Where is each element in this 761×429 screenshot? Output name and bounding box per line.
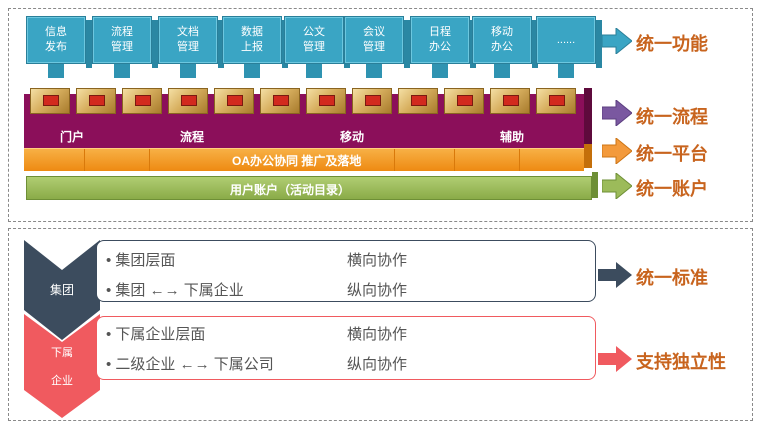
gold-tile <box>536 88 576 114</box>
module-more: ...... <box>536 16 602 78</box>
title-unified-function: 统一功能 <box>636 34 708 54</box>
group-box <box>96 240 596 302</box>
group-row-2-left: • 集团 ←→ 下属企业 <box>106 282 244 299</box>
subsidiary-label-line1: 下属 <box>51 347 73 359</box>
subsidiary-label-line2: 企业 <box>51 375 73 387</box>
standard-arrow-icon <box>598 262 632 288</box>
gold-tile <box>122 88 162 114</box>
subsidiary-row-2-right: 纵向协作 <box>347 356 408 373</box>
process-arrow-icon <box>602 100 632 126</box>
platform-arrow-icon <box>602 138 632 164</box>
function-arrow-icon <box>602 28 632 54</box>
gold-tile <box>490 88 530 114</box>
portal-label-assist: 辅助 <box>500 130 525 144</box>
module-document-mgmt: 文档 管理 <box>158 16 224 78</box>
independent-arrow-icon <box>598 346 632 372</box>
gold-tile <box>260 88 300 114</box>
top-panel <box>8 8 753 222</box>
gold-tile <box>398 88 438 114</box>
gold-tile <box>444 88 484 114</box>
group-row-2-right: 纵向协作 <box>347 282 408 299</box>
module-meeting-mgmt: 会议 管理 <box>344 16 410 78</box>
bottom-panel <box>8 228 753 421</box>
module-label: 文档 管理 <box>158 16 218 64</box>
title-unified-standard: 统一标准 <box>636 268 708 288</box>
module-process-mgmt: 流程 管理 <box>92 16 158 78</box>
account-arrow-icon <box>602 173 632 199</box>
portal-bar-side <box>584 88 592 146</box>
subsidiary-row-2-left: • 二级企业 ←→ 下属公司 <box>106 356 274 373</box>
title-unified-process: 统一流程 <box>636 107 708 127</box>
module-label: 移动 办公 <box>472 16 532 64</box>
title-unified-account: 统一账户 <box>636 179 708 199</box>
oa-bar-side <box>584 144 592 168</box>
gold-tile <box>214 88 254 114</box>
account-bar <box>26 176 592 200</box>
title-unified-platform: 统一平台 <box>636 144 708 164</box>
gold-tile <box>352 88 392 114</box>
oa-bar <box>24 148 584 171</box>
subsidiary-box <box>96 316 596 380</box>
gold-tile <box>306 88 346 114</box>
portal-label-mobile: 移动 <box>340 130 365 144</box>
module-label: ...... <box>536 16 596 64</box>
module-label: 会议 管理 <box>344 16 404 64</box>
module-official-doc: 公文 管理 <box>284 16 350 78</box>
oa-label: OA办公协同 推广及落地 <box>232 154 362 168</box>
module-label: 数据 上报 <box>222 16 282 64</box>
gold-tile <box>76 88 116 114</box>
portal-label-process: 流程 <box>180 130 205 144</box>
account-label: 用户账户（活动目录） <box>230 183 351 197</box>
group-row-1-left: • 集团层面 <box>106 252 176 269</box>
module-label: 日程 办公 <box>410 16 470 64</box>
subsidiary-row-1-left: • 下属企业层面 <box>106 326 206 343</box>
group-label: 集团 <box>49 283 74 297</box>
gold-tile <box>30 88 70 114</box>
module-info-publish: 信息 发布 <box>26 16 92 78</box>
module-mobile-office: 移动 办公 <box>472 16 538 78</box>
module-schedule-office: 日程 办公 <box>410 16 476 78</box>
module-data-report: 数据 上报 <box>222 16 288 78</box>
title-support-independence: 支持独立性 <box>636 352 726 372</box>
subsidiary-row-1-right: 横向协作 <box>347 326 408 343</box>
account-bar-side <box>592 172 598 198</box>
group-chevron-icon <box>24 240 100 340</box>
module-label: 公文 管理 <box>284 16 344 64</box>
module-label: 流程 管理 <box>92 16 152 64</box>
subsidiary-chevron-icon <box>24 314 100 418</box>
gold-tile <box>168 88 208 114</box>
portal-label-portal: 门户 <box>60 130 85 144</box>
group-row-1-right: 横向协作 <box>347 252 408 269</box>
module-label: 信息 发布 <box>26 16 86 64</box>
